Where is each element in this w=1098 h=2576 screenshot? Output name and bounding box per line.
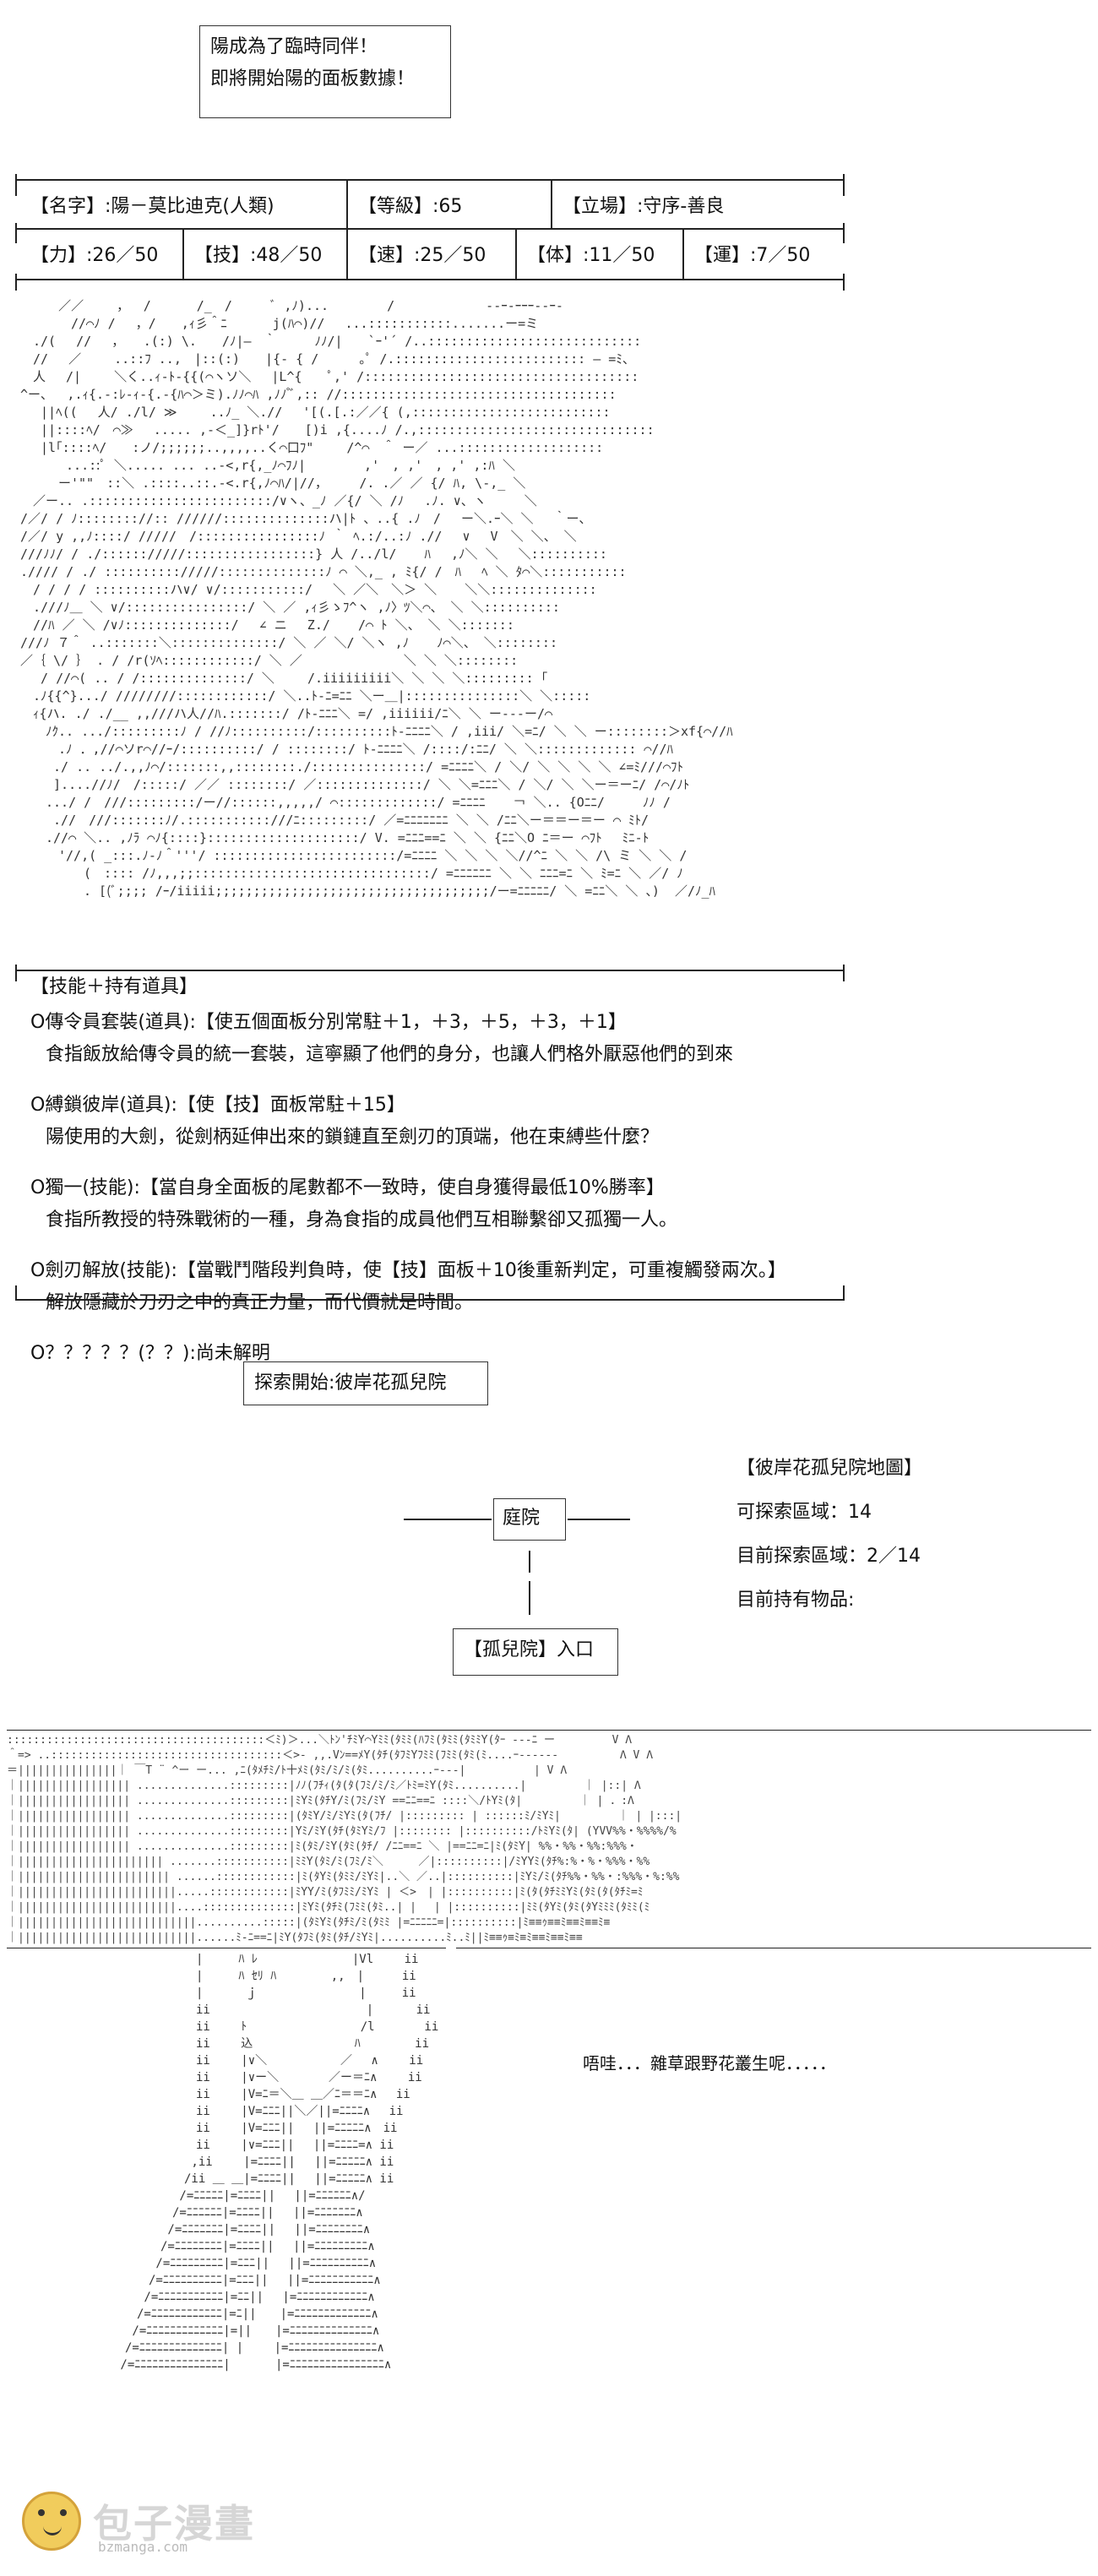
skill-title-4: O劍刃解放(技能):【當戰鬥階段判負時，使【技】面板＋10後重新判定，可重複觸發… [30, 1260, 786, 1281]
orphanage-scene-ascii-art: :::::::::::::::::::::::::::::::::::::::＜… [7, 1734, 682, 1944]
held-items: 目前持有物品: [737, 1590, 855, 1611]
map-node-entrance-label: 【孤兒院】入口 [464, 1639, 595, 1660]
character-ascii-art: ／／ ， / /_ / ﾞ ,ﾉ)... / --ｰ-ｰｰｰ--ｰ- //⌒ﾉ … [20, 298, 733, 899]
intro-line-2: 即將開始陽的面板數據！ [210, 68, 416, 90]
dialogue-line: 唔哇．．．雜草跟野花叢生呢．．．．． [583, 2053, 836, 2073]
current-area: 目前探索區域：2／14 [737, 1546, 921, 1567]
stat-stance: 【立場】:守序-善良 [563, 196, 725, 217]
stat-luck: 【運】:7／50 [694, 245, 811, 266]
stat-tech: 【技】:48／50 [194, 245, 323, 266]
skills-section: 【技能＋持有道具】 O傳令員套裝(道具):【使五個面板分別常駐＋1，＋3，＋5，… [30, 971, 833, 1370]
skill-desc-2: 陽使用的大劍，從劍柄延伸出來的鎖鏈直至劍刃的頂端，他在束縛些什麼？ [46, 1127, 660, 1148]
skill-title-1: O傳令員套裝(道具):【使五個面板分別常駐＋1，＋3，＋5，＋3，＋1】 [30, 1012, 627, 1033]
watermark-text: 包子漫畫 [93, 2501, 255, 2546]
skill-desc-1: 食指飯放給傳令員的統一套裝，這寧顯了他們的身分，也讓人們格外厭惡他們的到來 [46, 1044, 734, 1065]
map-node-entrance: 【孤兒院】入口 [453, 1628, 618, 1676]
stat-level: 【等級】:65 [358, 196, 463, 217]
stat-spd: 【速】:25／50 [358, 245, 486, 266]
figure-ascii-art: | ﾊ ﾚ |Vl ii | ﾊ ｾﾘ ﾊ ,, | ii | ｊ | ii i… [120, 1953, 439, 2372]
explorable-count: 可探索區域：14 [737, 1502, 872, 1523]
stat-str: 【力】:26／50 [30, 245, 159, 266]
map-node-garden-label: 庭院 [503, 1508, 541, 1529]
bun-logo-icon [22, 2492, 81, 2551]
skill-title-2: O縛鎖彼岸(道具):【使【技】面板常駐＋15】 [30, 1095, 405, 1116]
watermark-url: bzmanga.com [98, 2539, 188, 2555]
stat-name: 【名字】:陽－莫比迪克(人類) [30, 196, 274, 217]
watermark: 包子漫畫 bzmanga.com [17, 2486, 287, 2562]
explore-start-box: 探索開始:彼岸花孤兒院 [243, 1361, 488, 1405]
explore-start-label: 探索開始:彼岸花孤兒院 [254, 1372, 447, 1394]
skills-header: 【技能＋持有道具】 [30, 976, 198, 997]
intro-box: 陽成為了臨時同伴！ 即將開始陽的面板數據！ [199, 25, 451, 118]
skill-desc-3: 食指所教授的特殊戰術的一種，身為食指的成員他們互相聯繫卻又孤獨一人。 [46, 1209, 678, 1231]
stat-body: 【体】:11／50 [527, 245, 655, 266]
skill-desc-4: 解放隱藏於刀刃之中的真正力量，而代價就是時間。 [46, 1292, 474, 1313]
map-title: 【彼岸花孤兒院地圖】 [737, 1458, 923, 1479]
map-info: 【彼岸花孤兒院地圖】 可探索區域：14 目前探索區域：2／14 目前持有物品: [737, 1453, 922, 1617]
skill-unknown: O？？？？？(？？):尚未解明 [30, 1343, 270, 1364]
intro-line-1: 陽成為了臨時同伴！ [210, 36, 378, 57]
map-node-garden: 庭院 [493, 1498, 566, 1541]
skill-title-3: O獨一(技能):【當自身全面板的尾數都不一致時，使自身獲得最低10%勝率】 [30, 1177, 665, 1198]
